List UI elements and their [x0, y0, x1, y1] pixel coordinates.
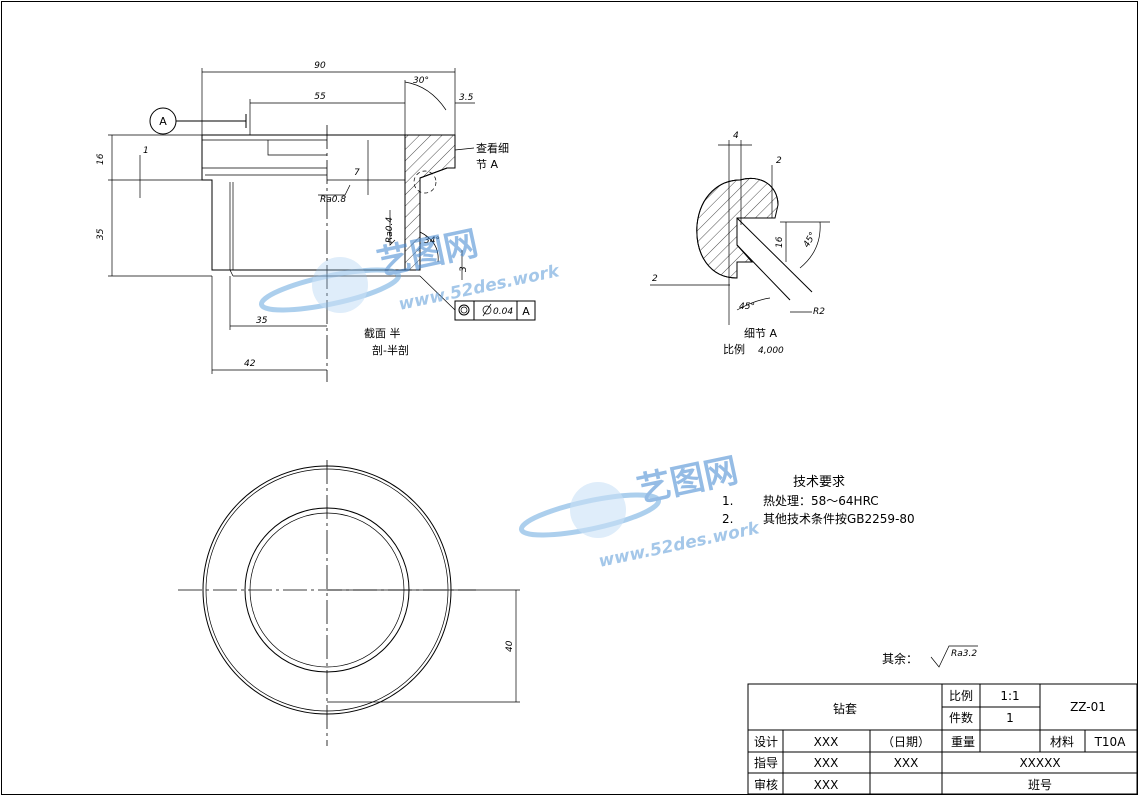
- dim-30deg: 30°: [413, 76, 429, 86]
- dim-1: 1: [143, 146, 149, 156]
- top-view: 40: [178, 460, 520, 746]
- dim-35-vertical: 35: [96, 228, 106, 240]
- roughness-ra08: Ra0.8: [320, 195, 346, 205]
- date-label: （日期）: [882, 735, 930, 749]
- geometric-tolerance-frame: 0.04 A: [419, 275, 536, 321]
- surface-finish-label: 其余：: [882, 651, 918, 666]
- guide-name: XXX: [814, 756, 839, 770]
- roughness-ra04: Ra0.4: [385, 217, 395, 243]
- watermark-url-2: www.52des.work: [597, 518, 763, 572]
- guide-label: 指导: [754, 755, 778, 770]
- surface-finish-value: Ra3.2: [951, 649, 977, 659]
- tolerance-value: 0.04: [493, 307, 513, 317]
- dim-40: 40: [505, 640, 515, 652]
- tech-req-num-2: 2.: [722, 512, 733, 526]
- detail-dim-4: 4: [733, 131, 739, 141]
- tech-req-title: 技术要求: [793, 475, 845, 490]
- scale-label: 比例: [949, 689, 973, 703]
- detail-a-view: 4 2 16 45° 2 45° R2 细节 A 比例 4,000: [650, 131, 830, 356]
- review-name: XXX: [814, 778, 839, 792]
- dim-34deg: 34°: [424, 236, 440, 246]
- section-hatch: [404, 134, 456, 271]
- guide-date: XXX: [894, 756, 919, 770]
- datum-a-label: A: [159, 115, 167, 128]
- technical-requirements: 技术要求 1. 热处理：58～64HRC 2. 其他技术条件按GB2259-80: [722, 475, 915, 526]
- design-label: 设计: [754, 735, 778, 749]
- general-surface-finish: 其余： Ra3.2: [882, 645, 978, 668]
- note-see-detail-1: 查看细: [476, 141, 509, 155]
- detail-a-callout-circle: [413, 170, 437, 194]
- dim-90: 90: [314, 61, 326, 71]
- detail-title: 细节 A: [744, 327, 777, 340]
- tech-req-item-2: 其他技术条件按GB2259-80: [763, 512, 915, 526]
- material-value: T10A: [1094, 735, 1127, 749]
- detail-scale-value: 4,000: [758, 346, 784, 356]
- dim-7: 7: [354, 168, 360, 178]
- qty-label: 件数: [949, 710, 973, 725]
- section-view: A 90 55 30° 3.5 查看细 节 A 16 1 35: [96, 61, 536, 382]
- material-label: 材料: [1050, 735, 1074, 749]
- dim-55: 55: [314, 92, 326, 102]
- detail-hatch: [696, 178, 779, 279]
- detail-dim-45b: 45°: [739, 302, 755, 312]
- dim-3: 3: [459, 266, 469, 272]
- title-block: 钻套 比例 1:1 件数 1 ZZ-01 设计 XXX （日期） 重量 材料 T…: [747, 683, 1138, 795]
- detail-dim-r2: R2: [813, 307, 825, 317]
- dim-3-5: 3.5: [459, 93, 474, 103]
- detail-dim-2a: 2: [776, 156, 782, 166]
- weight-label: 重量: [951, 735, 975, 749]
- detail-dim-16: 16: [775, 236, 785, 248]
- drawing-number: ZZ-01: [1070, 700, 1106, 714]
- detail-scale-label: 比例: [723, 342, 745, 356]
- detail-dim-2b: 2: [652, 274, 658, 284]
- class-label: 班号: [1028, 778, 1052, 792]
- scale-value: 1:1: [1000, 689, 1019, 703]
- tech-req-num-1: 1.: [722, 494, 733, 508]
- school-name: XXXXX: [1019, 756, 1060, 770]
- review-label: 审核: [754, 777, 778, 792]
- tech-req-item-1: 热处理：58～64HRC: [763, 494, 879, 508]
- note-see-detail-2: 节 A: [476, 158, 498, 171]
- design-name: XXX: [814, 735, 839, 749]
- dim-42: 42: [244, 359, 256, 369]
- dim-35-horizontal: 35: [256, 316, 268, 326]
- section-label-1: 截面 半: [364, 326, 401, 340]
- part-name: 钻套: [833, 701, 857, 716]
- section-label-2: 剖-半剖: [372, 343, 409, 357]
- qty-value: 1: [1006, 711, 1014, 725]
- dim-16: 16: [96, 153, 106, 165]
- tolerance-datum: A: [522, 305, 530, 318]
